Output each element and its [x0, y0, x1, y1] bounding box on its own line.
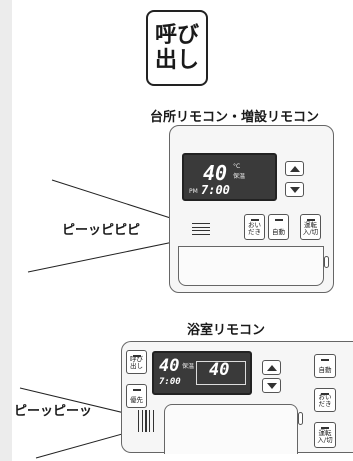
arrow-down-icon	[289, 186, 300, 193]
bath-cover-latch	[298, 412, 303, 425]
kitchen-leader-lower	[27, 239, 184, 273]
bath-up-button[interactable]	[262, 360, 281, 375]
arrow-up-icon	[266, 364, 277, 371]
kitchen-lcd: 40 °C 保温 PM 7:00	[182, 153, 277, 201]
bath-oidaki-button[interactable]: おい だき	[314, 388, 336, 412]
bath-auto-button[interactable]: 自動	[314, 354, 336, 378]
kitchen-power-button[interactable]: 運転 入/切	[300, 214, 321, 240]
kitchen-cover-latch	[324, 256, 329, 268]
bath-call-label-2: 出し	[130, 362, 143, 370]
bath-lcd-level: 40	[209, 360, 230, 380]
kitchen-up-button[interactable]	[285, 161, 304, 176]
bath-auto-label: 自動	[318, 366, 332, 374]
kitchen-lcd-unit-label: 保温	[233, 173, 246, 180]
call-badge: 呼び 出し	[146, 10, 208, 86]
kitchen-front-cover[interactable]	[178, 246, 324, 286]
bath-oidaki-label-2: だき	[318, 400, 332, 408]
bath-lcd-unit-label: 保温	[182, 363, 195, 370]
kitchen-oidaki-label-1: おい	[248, 221, 261, 229]
kitchen-lcd-ampm: PM	[189, 188, 198, 195]
left-margin-strip	[0, 0, 12, 461]
bath-speaker-grille-icon	[138, 410, 154, 432]
kitchen-lcd-unit: °C	[233, 163, 241, 170]
bath-sound-label: ピーッピーッ	[14, 404, 93, 419]
bath-call-label-1: 呼び	[130, 355, 143, 363]
kitchen-down-button[interactable]	[285, 182, 304, 197]
kitchen-power-label-1: 運転	[304, 221, 317, 229]
bath-oidaki-label-1: おい	[318, 393, 332, 401]
call-badge-line1: 呼び	[154, 23, 199, 48]
kitchen-power-label-2: 入/切	[302, 228, 319, 236]
kitchen-oidaki-label-2: だき	[248, 228, 261, 236]
kitchen-oidaki-button[interactable]: おい だき	[244, 214, 265, 240]
kitchen-auto-label: 自動	[272, 228, 285, 236]
bath-remote-title: 浴室リモコン	[187, 323, 266, 338]
arrow-down-icon	[266, 382, 277, 389]
kitchen-lcd-temp: 40	[203, 161, 228, 185]
arrow-up-icon	[289, 165, 300, 172]
kitchen-lcd-time: 7:00	[201, 183, 230, 197]
kitchen-remote: 40 °C 保温 PM 7:00 おい だき 自動 運転 入/切	[169, 125, 334, 293]
kitchen-remote-title: 台所リモコン・増設リモコン	[150, 110, 320, 125]
bath-priority-label: 優先	[130, 396, 143, 404]
bath-leader-lower	[35, 430, 134, 459]
bath-remote: 呼び 出し 優先 40 保温 7:00 40 自動 おい だき 運転 入/切	[121, 341, 353, 454]
kitchen-speaker-grille-icon	[192, 223, 210, 235]
bath-down-button[interactable]	[262, 378, 281, 393]
bath-lcd-level-box	[196, 361, 246, 385]
bath-lcd: 40 保温 7:00 40	[152, 351, 252, 395]
bath-priority-button[interactable]: 優先	[126, 384, 147, 408]
kitchen-leader-upper	[51, 179, 184, 223]
kitchen-auto-button[interactable]: 自動	[268, 214, 289, 240]
bath-power-label-1: 運転	[318, 429, 332, 437]
kitchen-sound-label: ピーッピピピ	[62, 223, 141, 238]
bath-power-label-2: 入/切	[317, 436, 333, 444]
bath-call-button[interactable]: 呼び 出し	[126, 350, 147, 374]
bath-lcd-time: 7:00	[159, 377, 181, 387]
bath-lcd-temp: 40	[159, 356, 180, 376]
call-badge-line2: 出し	[154, 48, 199, 73]
bath-front-cover[interactable]	[164, 404, 298, 454]
bath-power-button[interactable]: 運転 入/切	[314, 422, 336, 448]
